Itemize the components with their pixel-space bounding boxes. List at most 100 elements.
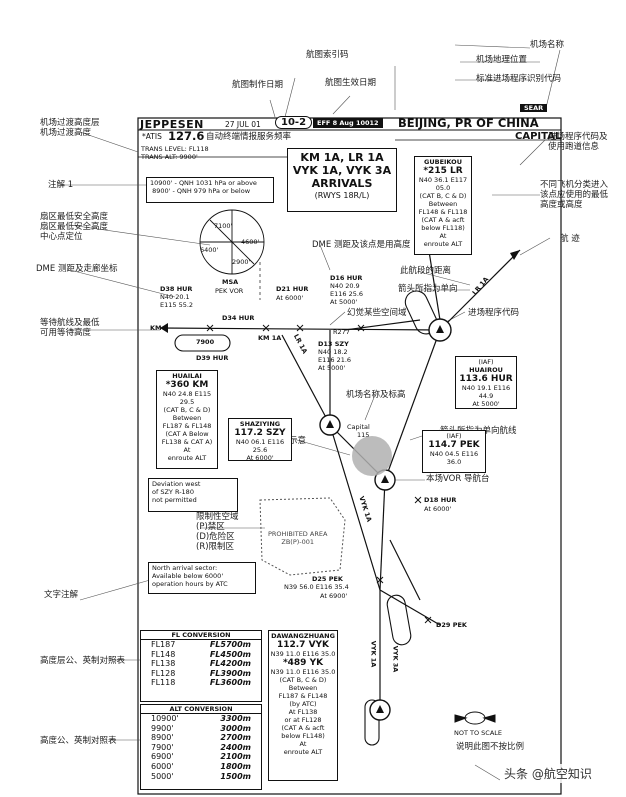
chart-date: 27 JUL 01 [225,120,261,129]
annotation-map-index: 航图索引码 [306,50,349,60]
fl-conversion-m: FL5700m [209,640,251,649]
procedure-title-1: KM 1A, LR 1A [300,151,384,164]
airport-name: CAPITAL [515,131,562,142]
fix-crosses [206,324,432,624]
huailai-name: HUAILAI [172,372,202,380]
fl-conversion-row: FL138 FL4200m [141,659,261,669]
annotation-star-category: 标准进场程序识别代码 [476,74,562,84]
prohibited-area [259,497,346,576]
beijing-box: (IAF) 114.7 PEK N40 04.5 E116 36.0 [422,430,486,473]
fix-d16-coords: N40 20.9 E116 25.6 [330,282,364,298]
beijing-iaf: (IAF) [446,432,462,440]
trans-alt: TRANS ALT: 9900' [141,153,198,161]
alt-conversion-ft: 5000' [151,771,174,781]
fl-conversion-m: FL3900m [209,668,251,678]
huairou-coords: N40 19.1 E116 44.9 [461,384,511,400]
deviation-note: Deviation west of SZY R-180 not permitte… [148,478,238,512]
fl-conversion-ft: FL138 [151,659,176,669]
fix-d16-alt: At 5000' [330,298,358,306]
fix-d38: D38 HUR [160,285,193,293]
alt-conversion-m: 2100m [220,752,251,762]
fix-d29: D29 PEK [436,621,467,629]
fix-d18-alt: At 6000' [424,505,452,513]
not-to-scale-symbol [454,711,496,725]
watermark: 头条 @航空知识 [500,764,596,783]
fl-conversion-m: FL4200m [209,659,251,669]
msa-alt-1: 7100' [214,222,233,230]
alt-conversion-row: 9900' 3000m [141,724,261,734]
alt-conversion-row: 10900' 3300m [141,714,261,724]
dawangzhuang-box: DAWANGZHUANG 112.7 VYK N39 11.0 E116 35.… [268,630,338,781]
fl-conversion-m: FL4500m [209,649,251,659]
annotation-no-scale: 说明此图不按比例 [456,742,525,752]
annotation-hold-dist: 此航段的距离 [400,266,452,276]
gubeikou-box: GUBEIKOU *215 LR N40 36.1 E117 05.0 (CAT… [414,156,472,255]
annotation-arrow-dir: 箭头所指为单向 [398,284,458,294]
page-number: 10-2 [275,116,313,129]
huailai-freq: *360 KM [165,380,209,390]
annotation-chart-date: 航图制作日期 [232,80,284,90]
not-to-scale-label: NOT TO SCALE [454,729,503,737]
fix-d13: D13 SZY [318,340,349,348]
route-label-km1a: KM 1A [258,334,282,342]
procedure-rwys: (RWYS 18R/L) [314,191,370,200]
atis-cn: 自动终端情报服务频率 [206,132,292,142]
sear-label: SEAR [520,104,548,112]
gubeikou-text: (CAT B, C & D) Between FL148 & FL118 (CA… [418,192,468,248]
annotation-dme-dist: DME 测距及该点是用高度 [312,240,411,250]
huailai-coords: N40 24.8 E115 29.5 [162,390,212,406]
alt-conversion-m: 3000m [220,723,251,733]
alt-conversion-m: 3300m [220,714,251,723]
huairou-alt: At 5000' [472,400,500,408]
trans-level: TRANS LEVEL: FL118 [141,145,209,153]
vor-symbols [319,318,452,721]
alt-conversion-m: 1500m [220,771,251,781]
shaziying-alt: At 6000' [246,454,274,462]
alt-conversion-title: ALT CONVERSION [141,705,261,714]
fl-conversion-row: FL128 FL3900m [141,669,261,679]
route-label-vyk3a: VYK 3A [391,645,400,673]
alt-conversion-ft: 8900' [151,733,174,743]
annotation-local-vor: 本场VOR 导航台 [426,474,490,484]
fl-conversion-m: FL3600m [209,678,251,688]
fix-d18: D18 HUR [424,496,457,504]
dawang-ndb: *489 YK [282,658,324,668]
annotation-height-conv: 高度层公、英制对照表 [40,656,126,666]
huailai-box: HUAILAI *360 KM N40 24.8 E115 29.5 (CAT … [156,370,218,469]
dawang-ndb-coords: N39 11.0 E116 35.0 [270,668,336,676]
annotation-dme: DME 测距及走廊坐标 [36,264,118,274]
airport-symbol [352,436,392,476]
huailai-text: (CAT B, C & D) Between FL187 & FL148 (CA… [161,406,213,462]
huairou-box: (IAF) HUAIROU 113.6 HUR N40 19.1 E116 44… [455,356,517,409]
beijing-coords: N40 04.5 E116 36.0 [429,450,479,466]
gubeikou-freq: *215 LR [423,166,463,176]
alt-conversion-ft: 9900' [151,723,174,733]
atis-freq: 127.6 [168,129,205,143]
atis-label: *ATIS [142,132,162,141]
hold-alt: 7900 [196,338,215,346]
fix-km: KM [150,324,162,332]
fix-d34: D34 HUR [222,314,255,322]
fix-d39: D39 HUR [196,354,229,362]
msa-alt-3: 6400' [200,246,219,254]
shaziying-name: SHAZIYING [239,420,281,428]
msa-alt-4: 2900' [232,258,251,266]
gubeikou-coords: N40 36.1 E117 05.0 [418,176,468,192]
annotation-entry-proc: 进场程序代码 [468,308,520,318]
fl-conversion-ft: FL148 [151,649,176,659]
alt-conversion-ft: 10900' [151,714,179,723]
route-label-vyk1a-2: VYK 1A [369,640,378,668]
shaziying-coords: N40 06.1 E116 25.6 [235,438,285,454]
annotation-msa: 扇区最低安全高度 扇区最低安全高度 中心点定位 [40,212,109,242]
fl-conversion-ft: FL128 [151,668,176,678]
annotation-holding: 等待航线及最低 可用等待高度 [40,318,100,338]
alt-conversion-row: 6900'2100m [141,752,261,762]
procedure-title-3: ARRIVALS [311,177,373,190]
fix-d16: D16 HUR [330,274,363,282]
fix-d38-coords: N40 20.1 E115 55.2 [160,293,194,309]
annotation-virtual-fix: 幻觉某些空间域 [347,308,407,318]
huairou-iaf: (IAF) [478,358,494,366]
alt-conversion-row: 6000'1800m [141,762,261,772]
